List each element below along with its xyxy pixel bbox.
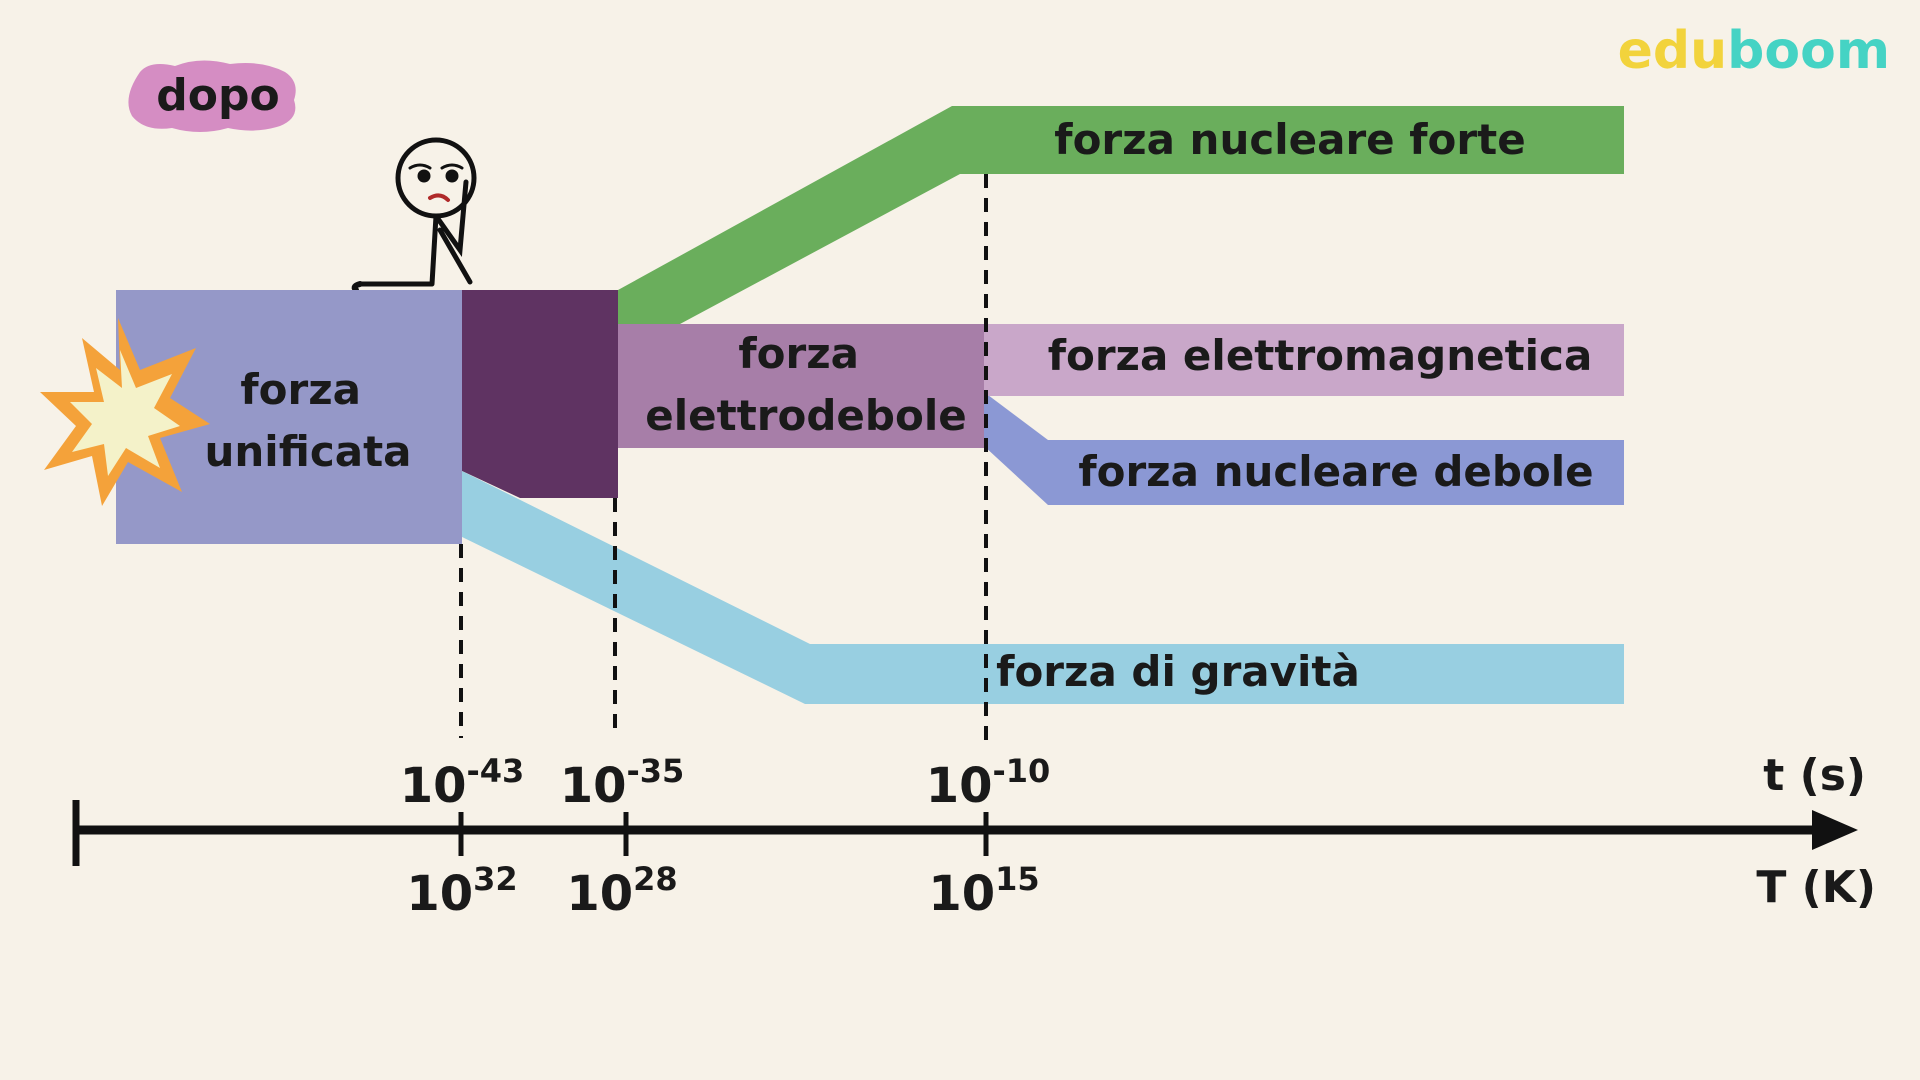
strong-force-band [618, 106, 1624, 324]
temp-tick-1-exp: 32 [473, 860, 518, 898]
electromagnetic-label: forza elettromagnetica [1048, 331, 1593, 380]
gut-block [460, 290, 618, 498]
time-tick-label-1: 10-43 [400, 752, 525, 814]
weak-force-band [984, 392, 1624, 505]
time-axis [72, 800, 1858, 866]
time-tick-label-3: 10-10 [926, 752, 1051, 814]
starburst-icon [40, 318, 210, 506]
brand-logo: eduboom [1618, 21, 1890, 81]
dopo-badge-label: dopo [156, 70, 279, 121]
temp-tick-label-1: 1032 [406, 860, 517, 922]
electroweak-line1: forza [738, 329, 859, 378]
thinking-stick-figure [351, 137, 477, 293]
temp-tick-2-exp: 28 [633, 860, 678, 898]
time-tick-3-base: 10 [926, 758, 993, 814]
time-axis-unit: t (s) [1763, 750, 1866, 801]
temp-tick-1-base: 10 [406, 866, 473, 922]
strong-force-label: forza nucleare forte [1054, 115, 1525, 164]
time-tick-3-exp: -10 [992, 752, 1050, 790]
weak-force-label: forza nucleare debole [1078, 447, 1593, 496]
temperature-axis-unit: T (K) [1756, 862, 1876, 913]
temp-tick-label-2: 1028 [566, 860, 677, 922]
unified-line2: unificata [205, 427, 412, 476]
time-tick-1-exp: -43 [466, 752, 524, 790]
temp-tick-2-base: 10 [566, 866, 633, 922]
time-tick-1-base: 10 [400, 758, 467, 814]
time-tick-2-exp: -35 [626, 752, 684, 790]
electroweak-block [618, 324, 984, 448]
brand-logo-edu: edu [1618, 21, 1728, 81]
time-tick-2-base: 10 [560, 758, 627, 814]
gravity-band [460, 470, 1624, 704]
brand-logo-boom: boom [1727, 21, 1890, 81]
temp-tick-label-3: 1015 [928, 860, 1039, 922]
electroweak-line2: elettrodebole [645, 391, 966, 440]
unified-line1: forza [240, 365, 361, 414]
time-tick-label-2: 10-35 [560, 752, 685, 814]
electromagnetic-band [984, 324, 1624, 396]
gravity-label: forza di gravità [996, 647, 1360, 696]
electroweak-label: forza elettrodebole [645, 329, 966, 440]
dopo-badge: dopo [128, 60, 296, 132]
temp-tick-3-exp: 15 [995, 860, 1040, 898]
temp-tick-3-base: 10 [928, 866, 995, 922]
unified-force-label: forza unificata [205, 365, 412, 476]
